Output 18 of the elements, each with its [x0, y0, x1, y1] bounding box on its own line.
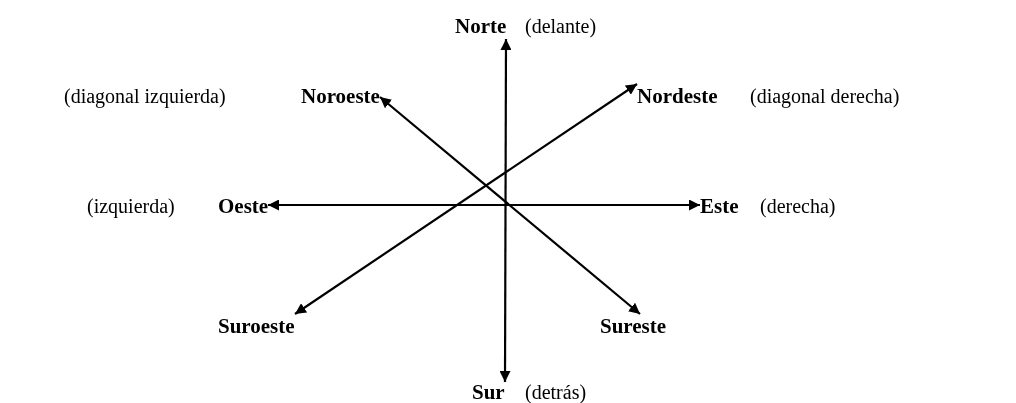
- direction-label: Suroeste: [218, 314, 295, 339]
- double-arrow: [268, 199, 700, 211]
- direction-label: Sureste: [600, 314, 667, 339]
- direction-note: (diagonal izquierda): [64, 84, 226, 108]
- direction-note: (detrás): [525, 380, 587, 403]
- direction-note: (delante): [525, 14, 597, 38]
- direction-label: Este: [700, 194, 739, 219]
- direction-label: Noroeste: [301, 84, 380, 109]
- double-arrow: [294, 83, 638, 315]
- direction-label: Sur: [472, 380, 505, 403]
- direction-note: (izquierda): [87, 194, 175, 218]
- direction-label: Oeste: [218, 194, 269, 219]
- double-arrow: [379, 96, 641, 315]
- direction-label: Nordeste: [637, 84, 718, 109]
- direction-note: (diagonal derecha): [750, 84, 900, 108]
- direction-label: Norte: [455, 14, 507, 39]
- direction-note: (derecha): [760, 194, 836, 218]
- double-arrow: [499, 39, 512, 382]
